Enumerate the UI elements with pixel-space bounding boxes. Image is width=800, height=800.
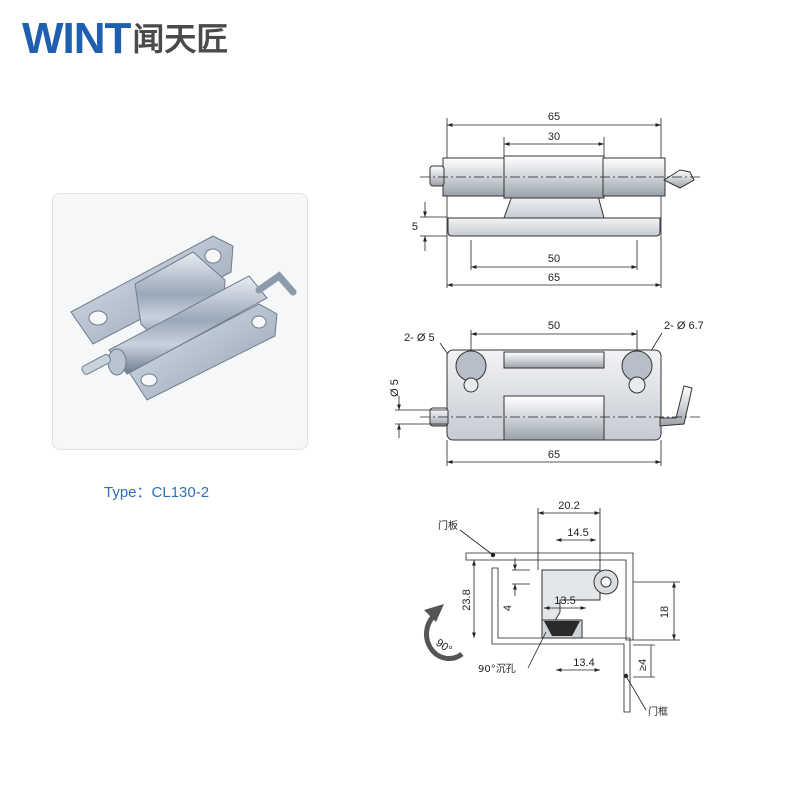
front-dim-overall: 65 [548,111,560,123]
brand-logo: WINT 闻天匠 [22,14,228,64]
label-countersink: 90°沉孔 [478,662,516,675]
section-dim-20-2: 20.2 [558,500,579,512]
section-dim-4: 4 [502,605,514,611]
top-dim-hole-large: 2- Ø 6.7 [664,320,704,332]
top-dim-pin: Ø 5 [389,379,401,397]
section-dim-13-4: 13.4 [573,657,594,669]
section-dim-13-5: 13.5 [554,595,575,607]
section-dim-18: 18 [659,606,671,618]
top-dim-base: 65 [548,449,560,461]
label-door-frame: 门框 [648,705,668,718]
logo-wordmark: WINT [22,14,131,63]
top-dim-hole-small: 2- Ø 5 [404,332,435,344]
section-view: 20.2 14.5 13.5 13.4 23.8 4 18 ≥4 门板 门框 9… [424,500,680,718]
section-dim-14-5: 14.5 [567,527,588,539]
front-dim-holes: 50 [548,253,560,265]
front-dim-knuckle: 30 [548,131,560,143]
hinge-photo-illustration [70,235,297,401]
front-dim-base: 65 [548,272,560,284]
product-type-label: Type：CL130-2 [104,484,210,501]
logo-chinese: 闻天匠 [132,20,229,58]
top-view: 50 2- Ø 5 2- Ø 6.7 Ø 5 65 [389,320,704,466]
front-dim-thickness: 5 [412,221,418,233]
section-dim-23-8: 23.8 [461,589,473,610]
section-dim-ge4: ≥4 [637,659,649,671]
product-photo [52,193,308,450]
top-dim-holes: 50 [548,320,560,332]
front-view: 65 30 50 65 5 [412,111,700,288]
label-door-panel: 门板 [438,519,458,532]
